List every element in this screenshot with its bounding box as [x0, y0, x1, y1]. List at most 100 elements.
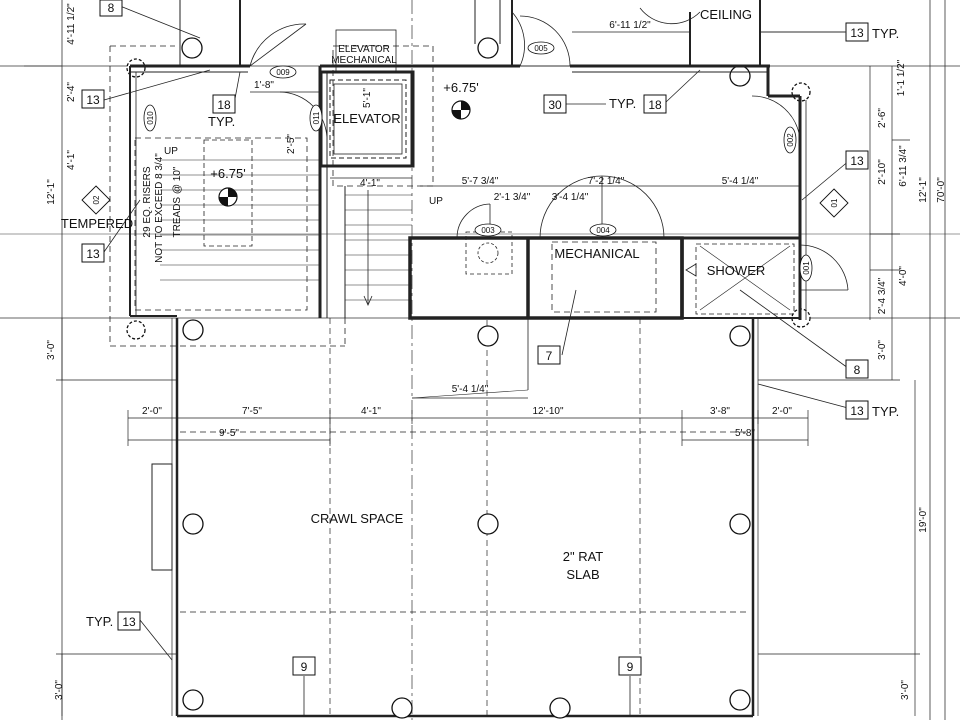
tag-13-right-low: 13 — [850, 404, 864, 418]
door-011: 011 — [312, 111, 321, 124]
label-rat-slab-2: SLAB — [566, 567, 599, 582]
tag-13-top-right: 13 — [850, 26, 864, 40]
crawl-space-frame — [151, 318, 759, 718]
service-rooms — [408, 231, 800, 399]
typ-labels: TYP. TYP. TYP. TYP. TYP. — [86, 26, 899, 629]
label-elevator-mechanical-2: MECHANICAL — [331, 55, 397, 66]
dim-2-0-b: 2'-0" — [772, 406, 792, 417]
window-02: 02 — [92, 195, 101, 204]
label-ceiling: CEILING — [700, 7, 752, 22]
dim-r-1-1: 1'-1 1/2" — [896, 59, 907, 96]
dim-r-3-0-b: 3'-0" — [900, 680, 911, 700]
dim-7-2: 7'-2 1/4" — [588, 176, 625, 187]
dim-r-2-10: 2'-10" — [877, 159, 888, 185]
dim-5-4-q: 5'-4 1/4" — [722, 176, 759, 187]
pier-circles — [126, 37, 811, 719]
leader-lines — [103, 5, 851, 716]
stair-notes: 29 EQ. RISERS NOT TO EXCEED 8 3/4" TREAD… — [142, 153, 183, 263]
tag-13-left: 13 — [86, 93, 100, 107]
window-diamond-texts: 02 01 — [92, 195, 839, 207]
door-002: 002 — [786, 133, 795, 147]
dim-9-5: 9'-5" — [219, 428, 239, 439]
tag-texts: 8 13 13 18 30 18 13 13 7 8 13 13 9 9 — [86, 1, 864, 674]
dim-4-1-b: 4'-1" — [361, 406, 381, 417]
dim-r-2-4: 2'-4 3/4" — [877, 277, 888, 314]
tag-9-left: 9 — [301, 660, 308, 674]
door-005: 005 — [534, 44, 548, 53]
dim-5-8: 5'-8" — [735, 428, 755, 439]
dim-r-4-0: 4'-0" — [898, 266, 909, 286]
door-009: 009 — [276, 68, 290, 77]
dim-r-70-0: 70'-0" — [936, 177, 947, 203]
elevation-marker-right — [451, 100, 471, 120]
dim-r-2-6: 2'-6" — [877, 108, 888, 128]
elevation-left-text: +6.75' — [210, 166, 245, 181]
tag-13-typ-bottom: 13 — [122, 615, 136, 629]
typ-label-bottom-left: TYP. — [86, 614, 113, 629]
typ-label-mid-right: TYP. — [872, 404, 899, 419]
dim-2-1: 2'-1 3/4" — [494, 192, 531, 203]
door-003: 003 — [481, 226, 495, 235]
dim-6-11-half: 6'-11 1/2" — [609, 20, 651, 31]
dim-3-4: 3'-4 1/4" — [552, 192, 589, 203]
door-ovals — [143, 41, 813, 282]
label-up-2: UP — [429, 196, 443, 207]
elevation-marker-left — [218, 187, 238, 207]
door-tag-texts: 009 005 011 010 002 003 004 001 — [146, 44, 811, 275]
tag-8-top: 8 — [108, 1, 115, 15]
label-elevator-mechanical-1: ELEVATOR — [338, 44, 390, 55]
tag-13-left-low: 13 — [86, 247, 100, 261]
upper-walls — [129, 0, 850, 320]
label-crawl-space: CRAWL SPACE — [311, 511, 404, 526]
typ-label-18-right: TYP. — [609, 96, 636, 111]
dimension-texts: 4'-11 1/2" 2'-4" 4'-1" 12'-1" 3'-0" 3'-0… — [46, 3, 947, 700]
tag-boxes — [81, 0, 869, 676]
tag-8-right: 8 — [854, 363, 861, 377]
tag-18-left: 18 — [217, 98, 231, 112]
dim-r-19-0: 19'-0" — [918, 507, 929, 533]
stair-note-3: TREADS @ 10" — [172, 166, 183, 237]
dim-5-7: 5'-7 3/4" — [462, 176, 499, 187]
label-shower: SHOWER — [707, 263, 766, 278]
dim-4-1-mid: 4'-1" — [360, 178, 380, 189]
elevator-shaft — [319, 29, 434, 187]
dim-7-5: 7'-5" — [242, 406, 262, 417]
room-labels: CEILING ELEVATOR ELEVATOR MECHANICAL MEC… — [61, 7, 765, 582]
typ-label-18-left: TYP. — [208, 114, 235, 129]
dim-r-6-11: 6'-11 3/4" — [898, 145, 909, 187]
door-001: 001 — [802, 261, 811, 275]
window-diamonds — [81, 185, 849, 218]
dim-left-3-0-b: 3'-0" — [54, 680, 65, 700]
typ-label-top-right: TYP. — [872, 26, 899, 41]
label-rat-slab-1: 2" RAT — [563, 549, 604, 564]
dim-3-8: 3'-8" — [710, 406, 730, 417]
stair — [109, 45, 412, 347]
tag-30: 30 — [548, 98, 562, 112]
stair-note-2: NOT TO EXCEED 8 3/4" — [154, 153, 165, 263]
dim-2-0-a: 2'-0" — [142, 406, 162, 417]
tag-9-right: 9 — [627, 660, 634, 674]
label-elevator: ELEVATOR — [333, 111, 400, 126]
dim-2-5: 2'-5" — [286, 134, 297, 154]
elevation-texts: +6.75' +6.75' — [210, 80, 478, 181]
dim-5-1: 5'-1" — [362, 88, 373, 108]
elevation-right-text: +6.75' — [443, 80, 478, 95]
dim-1-8: 1'-8" — [254, 80, 274, 91]
label-mechanical: MECHANICAL — [554, 246, 639, 261]
window-01: 01 — [830, 198, 839, 207]
dim-left-12-1: 12'-1" — [46, 179, 57, 205]
dim-r-3-0: 3'-0" — [877, 340, 888, 360]
tag-18-right: 18 — [648, 98, 662, 112]
stair-note-1: 29 EQ. RISERS — [142, 166, 153, 237]
tag-13-right: 13 — [850, 154, 864, 168]
door-swings — [249, 7, 849, 291]
dim-12-10: 12'-10" — [532, 406, 563, 417]
dim-left-3-0-a: 3'-0" — [46, 340, 57, 360]
dim-left-4-1: 4'-1" — [66, 150, 77, 170]
label-up-1: UP — [164, 146, 178, 157]
dim-top-left-4-11: 4'-11 1/2" — [66, 3, 77, 45]
door-004: 004 — [596, 226, 610, 235]
dim-5-4-mid: 5'-4 1/4" — [452, 384, 489, 395]
dim-left-2-4: 2'-4" — [66, 82, 77, 102]
